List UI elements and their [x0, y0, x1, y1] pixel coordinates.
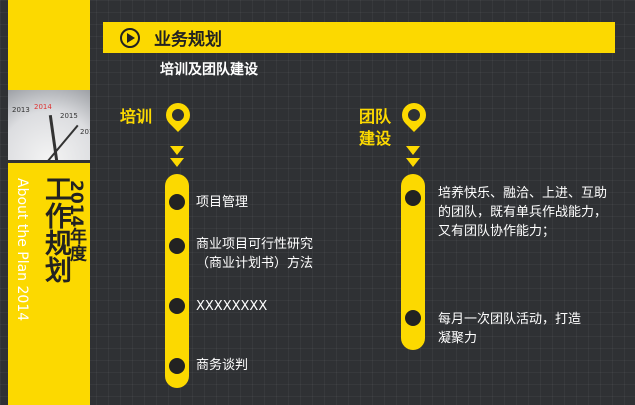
english-title: About the Plan 2014 — [14, 178, 30, 322]
bullet-dot — [169, 194, 185, 210]
map-pin-icon — [161, 98, 195, 132]
bullet-dot — [405, 190, 421, 206]
page-title: 业务规划 — [154, 30, 222, 50]
bullet-dot — [405, 310, 421, 326]
bullet-dot — [169, 238, 185, 254]
play-icon — [120, 27, 140, 48]
bullet-dot — [169, 358, 185, 374]
team-label: 团队建设 — [359, 106, 391, 150]
main-title: 工作规划 — [40, 175, 71, 283]
team-item: 培养快乐、融洽、上进、互助的团队，既有单兵作战能力，又有团队协作能力； — [438, 186, 608, 239]
clock-label: 2015 — [60, 112, 78, 120]
team-label-line: 团队 — [359, 107, 392, 126]
clock-label: 2014 — [34, 103, 52, 111]
training-label: 培训 — [120, 107, 153, 126]
clock-label: 2013 — [12, 106, 30, 114]
bullet-dot — [169, 298, 185, 314]
clock-image: 2013 2014 2015 2016 — [8, 90, 90, 163]
training-item: 商业项目可行性研究（商业计划书）方法 — [196, 237, 314, 271]
training-item: XXXXXXXX — [196, 299, 268, 314]
map-pin-icon — [397, 98, 431, 132]
sidebar-panel — [8, 0, 90, 405]
team-label-line: 建设 — [359, 129, 392, 148]
arrow-down-icon — [170, 158, 184, 167]
arrow-down-icon — [170, 146, 184, 155]
arrow-down-icon — [406, 146, 420, 155]
training-item: 商务谈判 — [196, 358, 249, 373]
year-title: 2014年度 — [66, 180, 86, 262]
subtitle: 培训及团队建设 — [160, 62, 258, 78]
header-bar: 业务规划 — [103, 22, 615, 53]
arrow-down-icon — [406, 158, 420, 167]
clock-label: 2016 — [80, 128, 90, 136]
team-item: 每月一次团队活动，打造凝聚力 — [438, 312, 582, 346]
training-item: 项目管理 — [196, 195, 249, 210]
